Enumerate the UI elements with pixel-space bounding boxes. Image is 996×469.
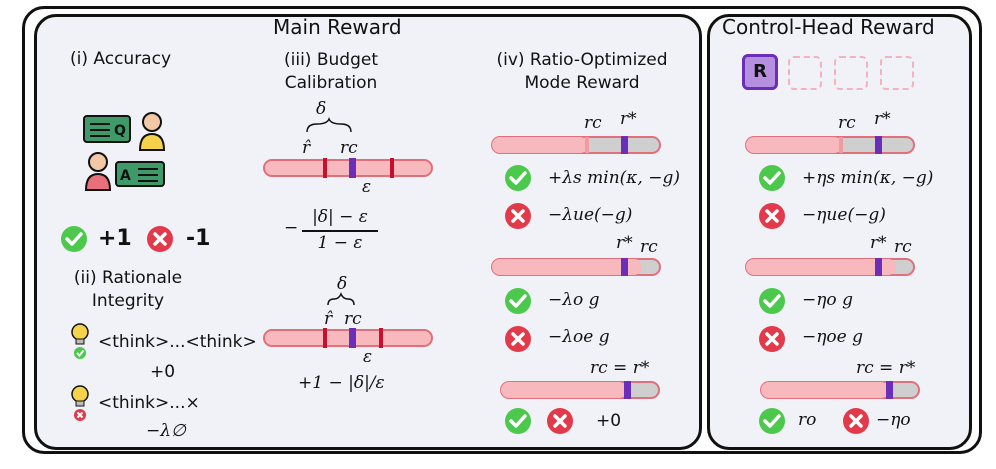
control-case3-negative: −ηo [876, 410, 911, 430]
empty-token-slot [788, 56, 822, 90]
budget-rc-label-2: rc [344, 309, 362, 329]
empty-token-slot [880, 56, 914, 90]
main-reward-panel [34, 14, 702, 450]
ratio-bar2-rc: rc [640, 237, 658, 257]
budget-eps-label-2: ε [363, 347, 373, 367]
cross-icon [759, 203, 785, 229]
budget-rhat-marker [323, 158, 327, 178]
budget-formula-minus: − [284, 218, 299, 238]
outer-frame [22, 6, 982, 454]
control-bar2-rstar: r* [870, 233, 887, 253]
budget-delta-label: δ [316, 99, 327, 119]
rationale-think-closed: <think>...<think> [98, 332, 257, 352]
ratio-bar2-rstar: r* [616, 233, 633, 253]
fraction-line [302, 230, 378, 232]
control-bar-overshoot [745, 258, 915, 276]
person-yellow-icon [138, 112, 166, 151]
main-reward-title: Main Reward [273, 15, 402, 39]
control-case1-positive: +ηs min(κ, −g) [802, 168, 934, 188]
lightbulb-check-icon [71, 323, 89, 359]
rationale-think-unclosed: <think>...× [98, 393, 200, 413]
check-icon [505, 288, 531, 314]
ratio-case1-positive: +λs min(κ, −g) [548, 168, 680, 188]
cross-icon [547, 408, 573, 434]
check-icon [759, 288, 785, 314]
control-case3-positive: ro [798, 410, 817, 430]
control-bar1-rc: rc [838, 113, 856, 133]
control-head-title: Control-Head Reward [722, 15, 935, 39]
cross-icon [505, 326, 531, 352]
rationale-heading: (ii) Rationale Integrity [73, 268, 183, 311]
ratio-bar-overshoot [491, 258, 661, 276]
budget-rc-label: rc [340, 138, 358, 158]
ratio-heading: (iv) Ratio-Optimized Mode Reward [496, 50, 668, 93]
accuracy-plus-reward: +1 [98, 226, 132, 251]
accuracy-heading: (i) Accuracy [70, 49, 172, 69]
ratio-case2-positive: −λo g [548, 290, 600, 310]
control-case1-negative: −ηue(−g) [802, 205, 886, 225]
control-bar3-equal: rc = r* [856, 358, 916, 378]
control-token: R [742, 54, 778, 90]
ratio-bar1-rc: rc [584, 113, 602, 133]
check-icon [759, 408, 785, 434]
ratio-bar1-rstar: r* [620, 109, 637, 129]
cross-icon [147, 226, 173, 252]
control-bar-undershoot [745, 136, 915, 154]
svg-text:A: A [120, 168, 131, 184]
budget-eps-label: ε [362, 177, 372, 197]
budget-rhat-label-2: r̂ [324, 309, 333, 329]
budget-formula-numerator: |δ| − ε [312, 207, 368, 227]
ratio-bar-undershoot [491, 136, 661, 154]
accuracy-illustration: Q A [83, 112, 166, 191]
check-icon [61, 226, 87, 252]
lightbulb-cross-icon [71, 385, 89, 421]
accuracy-minus-reward: -1 [186, 226, 211, 251]
budget-bar-narrow [263, 328, 433, 348]
brace-icon-small [327, 291, 355, 306]
control-case2-negative: −ηoe g [802, 327, 864, 347]
check-icon [759, 165, 785, 191]
cross-icon [843, 408, 869, 434]
person-red-icon [84, 152, 112, 191]
control-bar2-rc: rc [894, 237, 912, 257]
budget-rc-marker [349, 158, 356, 178]
budget-eps-marker [390, 158, 394, 178]
ratio-case1-negative: −λue(−g) [548, 205, 633, 225]
control-bar1-rstar: r* [874, 109, 891, 129]
budget-formula-2: +1 − |δ|/ε [298, 373, 385, 393]
answer-bubble-icon: A [115, 161, 165, 187]
rationale-zero-reward: +0 [150, 362, 176, 382]
ratio-case3-reward: +0 [596, 411, 622, 431]
question-bubble-icon: Q [83, 115, 131, 143]
cross-icon [505, 203, 531, 229]
budget-delta-label-2: δ [337, 274, 348, 294]
ratio-bar3-equal: rc = r* [590, 358, 650, 378]
brace-icon [306, 116, 352, 133]
cross-icon [759, 326, 785, 352]
budget-bar-wide [263, 158, 433, 178]
ratio-case2-negative: −λoe g [548, 327, 610, 347]
budget-rhat-label: r̂ [302, 138, 311, 158]
check-icon [505, 165, 531, 191]
budget-heading: (iii) Budget Calibration [284, 50, 378, 93]
svg-text:Q: Q [114, 123, 126, 139]
control-bar-match [760, 381, 920, 399]
empty-token-slot [834, 56, 868, 90]
budget-formula-denominator: 1 − ε [317, 233, 363, 253]
ratio-bar-match [500, 381, 660, 399]
rationale-penalty: −λ∅ [146, 421, 186, 441]
control-case2-positive: −ηo g [802, 290, 853, 310]
check-icon [505, 408, 531, 434]
